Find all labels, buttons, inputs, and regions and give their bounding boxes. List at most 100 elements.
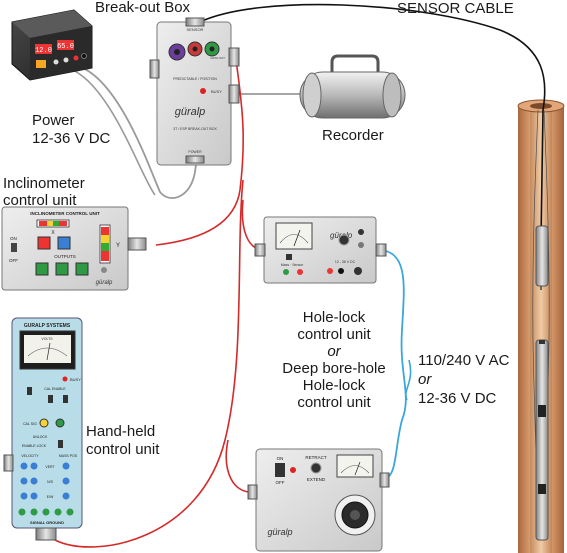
dbh-indicator-led-icon xyxy=(290,467,296,473)
inclinometer-unit: INCLINOMETER CONTROL UNIT X Y ON OFF OUT… xyxy=(1,206,147,291)
dbh-toggle-icon[interactable] xyxy=(310,462,322,474)
incl-on-label: ON xyxy=(10,236,17,241)
dbh-input-connector xyxy=(247,484,258,500)
holelock-fan-icon xyxy=(354,267,362,275)
hh-ns-mass-icon xyxy=(62,477,70,485)
hh-switch[interactable] xyxy=(27,387,32,395)
psu-display-right-text: 65.0 xyxy=(57,43,74,51)
hh-ns-label: N/S xyxy=(47,480,54,484)
handheld-label-line1: Hand-held xyxy=(86,423,155,440)
power-label-line1: Power xyxy=(32,112,75,129)
holelock-dial-icon[interactable] xyxy=(338,234,350,246)
hh-unlock-label: UNLOCK xyxy=(33,435,48,439)
dbh-retract-label: RETRACT xyxy=(305,455,327,460)
psu-display-left xyxy=(35,44,52,54)
inclinometer-cable xyxy=(155,59,244,246)
incl-green-socket-icon-2 xyxy=(55,262,69,276)
sensor-upper-module xyxy=(535,225,549,287)
deep-borehole-red-cable xyxy=(225,439,257,493)
hh-side-connector xyxy=(3,454,14,472)
psu-output-indicator xyxy=(36,60,46,68)
hh-ground-socket-icon-5 xyxy=(66,508,74,516)
incl-green-socket-icon-3 xyxy=(75,262,89,276)
holelock-label-line2: control unit xyxy=(297,326,371,343)
hh-mass-pos-label: MASS POS xyxy=(59,454,78,458)
deep-borehole-unit: ON OFF RETRACT EXTEND güralp xyxy=(247,448,390,552)
incl-title: INCLINOMETER CONTROL UNIT xyxy=(30,211,100,216)
mains-cable xyxy=(377,249,407,481)
incl-power-switch[interactable] xyxy=(11,243,17,252)
psu-knob-icon-2 xyxy=(63,57,69,63)
dbh-meter-needle xyxy=(354,461,361,476)
hh-ew-label: E/W xyxy=(47,495,54,499)
holelock-mode-switch[interactable] xyxy=(286,254,292,260)
handheld-label-line2: control unit xyxy=(86,441,160,458)
dbh-power-switch[interactable] xyxy=(275,463,285,477)
holelock-mains-connector xyxy=(375,243,387,257)
hh-vert-socket-icon-2 xyxy=(30,462,38,470)
recorder-label: Recorder xyxy=(322,127,384,144)
hh-ns-socket-icon-2 xyxy=(30,477,38,485)
borehole-sensor xyxy=(535,225,549,541)
incl-outputs-label: OUTPUTS xyxy=(54,254,76,259)
hh-busy-led-icon xyxy=(62,376,68,382)
incl-green-socket-icon xyxy=(35,262,49,276)
holelock-power-black-icon xyxy=(338,268,344,274)
hh-ground-socket-icon-2 xyxy=(30,508,38,516)
hh-signal-ground-label: SIGNAL GROUND xyxy=(30,520,64,525)
dbh-mains-connector xyxy=(379,472,390,488)
incl-off-label: OFF xyxy=(9,258,18,263)
psu-display-left-text: 12.0 xyxy=(35,47,52,55)
incl-screw-icon xyxy=(101,267,107,273)
breakout-left-connector xyxy=(149,59,160,79)
hh-ground-socket-icon-3 xyxy=(42,508,50,516)
hh-meter-needle xyxy=(46,342,51,361)
hh-lock-switch[interactable] xyxy=(58,440,63,448)
ac-label-line2: 12-36 V DC xyxy=(418,390,497,407)
holelock-meter-needle xyxy=(293,229,301,247)
sensor-cable-label: SENSOR CABLE xyxy=(397,0,514,17)
hh-connector xyxy=(35,527,57,541)
breakout-predictable-label: PREDICTABLE / POSITION xyxy=(173,77,217,81)
dbh-off-label: OFF xyxy=(276,480,285,485)
holelock-unit: güralp Mass · Sensor 12 - 36 V DC xyxy=(254,216,387,284)
hh-vert-socket-icon xyxy=(20,462,28,470)
sensor-cable xyxy=(199,3,546,241)
hh-vert-label: VERT xyxy=(45,465,55,469)
holelock-label-line4: Hole-lock xyxy=(303,377,366,394)
breakout-box: SENSOR PREDICTABLE / POSITION BUSY güral… xyxy=(149,17,240,166)
hh-ground-socket-icon xyxy=(18,508,26,516)
holelock-unlock-icon xyxy=(358,242,364,248)
dbh-brand: güralp xyxy=(267,527,292,537)
hh-switch-3[interactable] xyxy=(63,395,68,403)
psu-terminal-black-icon xyxy=(81,53,87,59)
recorder-endcap-2 xyxy=(382,72,402,118)
holelock-label-line1: Hole-lock xyxy=(303,309,366,326)
incl-y-label: Y xyxy=(116,243,120,249)
power-cable xyxy=(77,65,197,199)
hh-ew-socket-icon xyxy=(20,492,28,500)
breakout-busy-label: BUSY xyxy=(211,89,222,94)
holelock-lock-icon xyxy=(358,229,364,235)
hh-velocity-label: VELOCITY xyxy=(21,454,39,458)
handheld-unit: GURALP SYSTEMS VOLTS BUSY CAL ENABLE CAL… xyxy=(3,317,83,541)
mains-cable-tail xyxy=(405,359,412,401)
recorder-endcap xyxy=(302,72,322,118)
handheld-cable xyxy=(54,179,244,548)
incl-x-label: X xyxy=(51,230,55,236)
holelock-green-socket-icon xyxy=(283,269,289,275)
holelock-label-or: or xyxy=(327,343,341,360)
inclinometer-label-line2: control unit xyxy=(3,192,77,209)
dbh-meter xyxy=(336,454,374,478)
ac-label-or: or xyxy=(418,371,432,388)
incl-blue-socket-icon xyxy=(57,236,71,250)
breakout-data-connector xyxy=(228,47,240,67)
incl-connector xyxy=(127,237,147,251)
hh-volts-label: VOLTS xyxy=(41,337,53,341)
hh-switch-2[interactable] xyxy=(48,395,53,403)
incl-brand: güralp xyxy=(96,280,113,286)
breakout-power-connector xyxy=(185,155,205,164)
holelock-red-socket-icon xyxy=(297,269,303,275)
holelock-power-red-icon xyxy=(327,268,333,274)
dbh-on-label: ON xyxy=(277,456,284,461)
